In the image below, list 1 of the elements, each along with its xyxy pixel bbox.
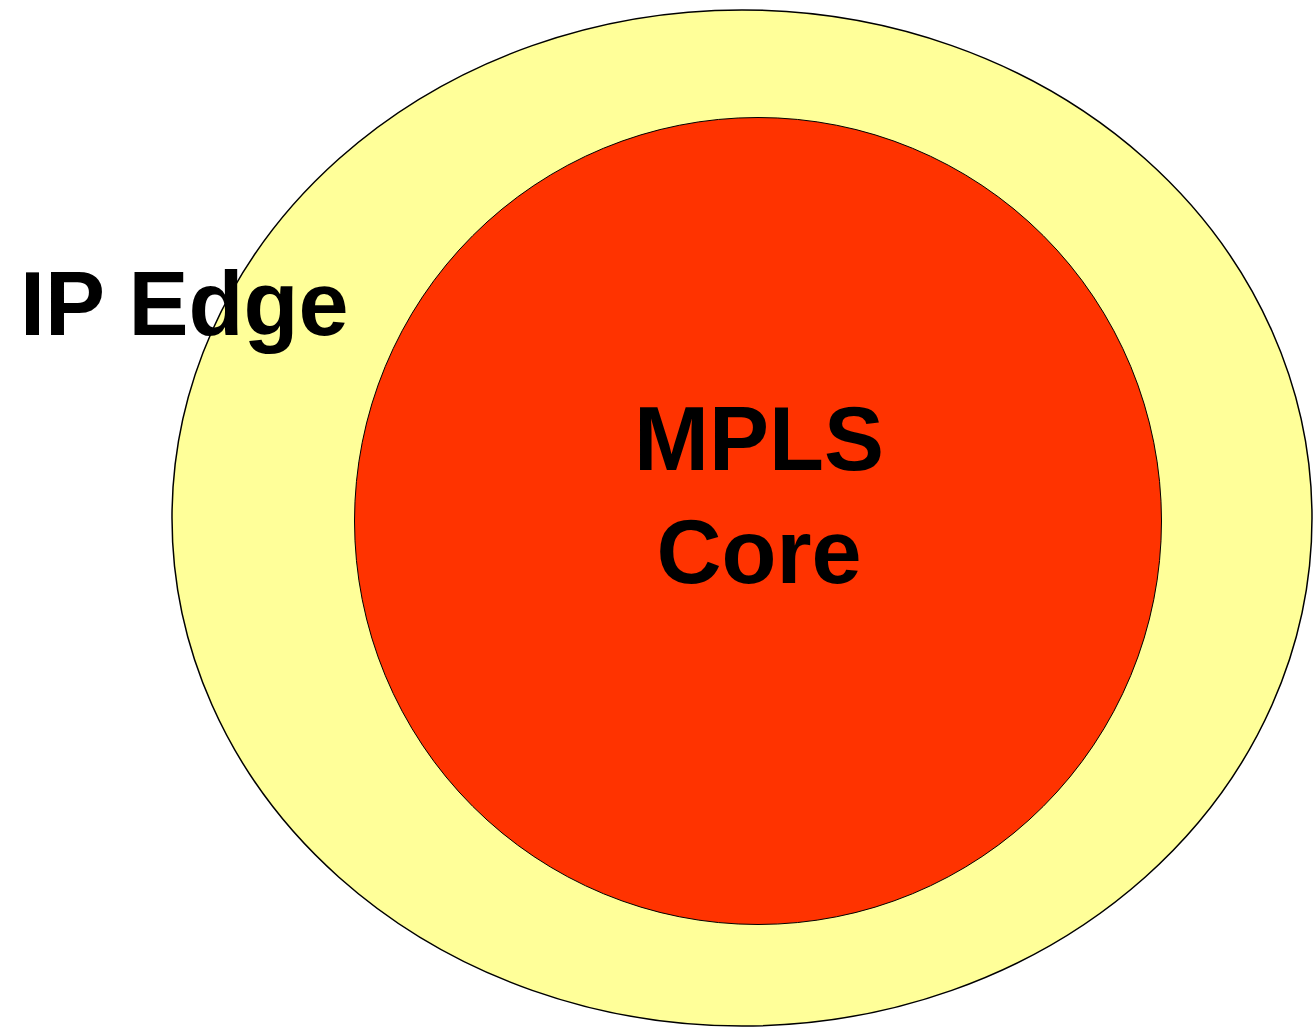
zone-label: MPLS Core xyxy=(633,388,885,604)
